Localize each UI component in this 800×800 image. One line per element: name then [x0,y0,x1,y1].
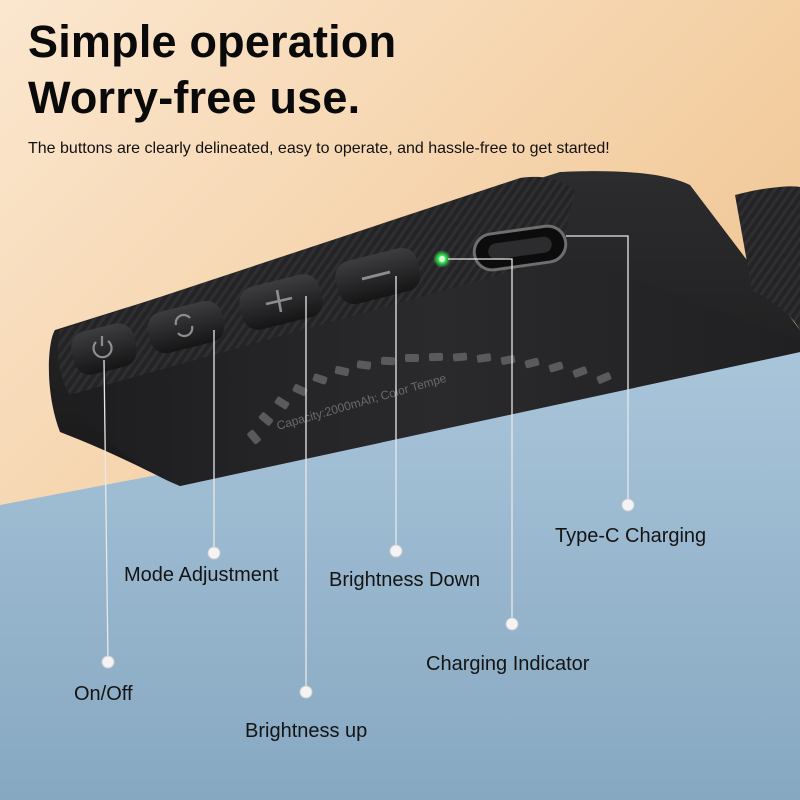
magnetic-ring [247,352,612,445]
label-mode-adjustment: Mode Adjustment [124,564,279,586]
brightness-down-button[interactable] [332,244,424,307]
mode-cycle-icon [174,313,194,338]
minus-icon [361,270,391,281]
headline-line-1: Simple operation [28,16,397,67]
on-off-button[interactable] [68,320,141,378]
brightness-up-button[interactable] [236,271,326,334]
subheadline: The buttons are clearly delineated, easy… [28,140,610,157]
callout-dots [101,498,635,699]
plus-icon [265,289,293,313]
device: Capacity:2000mAh; Color Tempe [48,171,800,486]
charging-indicator-led [439,256,445,262]
label-type-c-charging: Type-C Charging [555,525,707,547]
mode-adjustment-button[interactable] [144,297,228,356]
label-brightness-down: Brightness Down [329,569,481,591]
device-underside [70,258,800,486]
power-icon [92,336,113,359]
device-ribbed-end [735,186,800,330]
callout-lines [103,235,629,692]
headline-line-2: Worry-free use. [28,72,361,123]
label-charging-indicator: Charging Indicator [426,653,590,675]
headline: Simple operation Worry-free use. [28,14,396,126]
label-brightness-up: Brightness up [245,720,368,742]
background-blue-surface [0,352,800,800]
label-on-off: On/Off [74,683,133,705]
